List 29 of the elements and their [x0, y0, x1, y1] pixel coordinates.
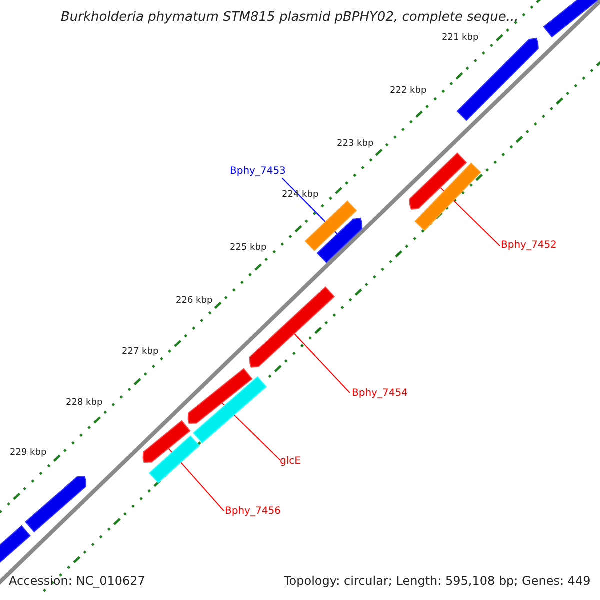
- scale-label: 225 kbp: [230, 243, 267, 253]
- scale-label: 221 kbp: [442, 33, 479, 43]
- gene-feature: [409, 152, 468, 210]
- gene-label: glcE: [280, 456, 301, 467]
- scale-label: 222 kbp: [390, 86, 427, 96]
- gene-feature: [193, 376, 267, 444]
- map-title: Burkholderia phymatum STM815 plasmid pBPHY02, complete seque...: [61, 10, 519, 25]
- gene-feature: [148, 436, 200, 484]
- gene-feature: [414, 162, 482, 232]
- scale-label: 229 kbp: [10, 448, 47, 458]
- gene-label: Bphy_7453: [230, 166, 286, 177]
- gene-label: Bphy_7454: [352, 388, 408, 399]
- gene-feature: [188, 368, 253, 424]
- footer-text: Topology: circular; Length: 595,108 bp; Genes: 449: [284, 574, 591, 588]
- footer-text: Accession: NC_010627: [9, 574, 146, 588]
- scale-label: 228 kbp: [66, 398, 103, 408]
- gene-feature: [250, 286, 336, 368]
- gene-feature: [304, 200, 358, 252]
- gene-label: Bphy_7456: [225, 506, 281, 517]
- scale-label: 227 kbp: [122, 347, 159, 357]
- gene-feature: [543, 0, 598, 38]
- gene-feature: [25, 476, 86, 533]
- scale-label: 224 kbp: [282, 190, 319, 200]
- gene-feature: [142, 420, 191, 464]
- leader-line: [294, 333, 350, 394]
- scale-label: 226 kbp: [176, 296, 213, 306]
- gene-label: Bphy_7452: [501, 240, 557, 251]
- scale-label: 223 kbp: [337, 139, 374, 149]
- gene-feature: [316, 218, 363, 264]
